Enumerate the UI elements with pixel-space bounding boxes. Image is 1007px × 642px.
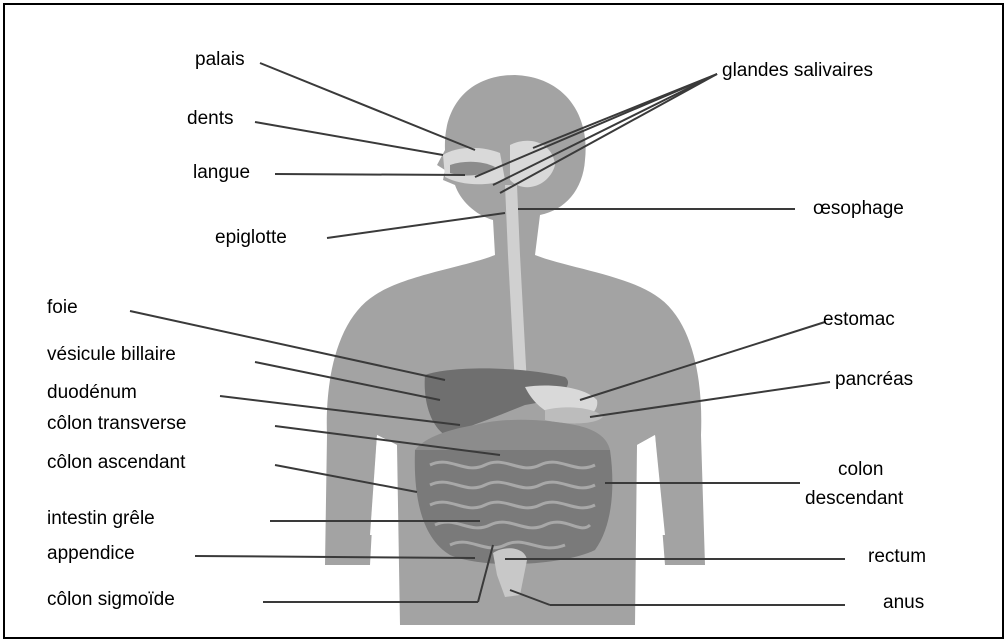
label-palais: palais — [195, 49, 245, 71]
label-colon-ascendant: côlon ascendant — [47, 452, 185, 474]
label-epiglotte: epiglotte — [215, 227, 287, 249]
label-colon-sigmoide: côlon sigmoïde — [47, 589, 175, 611]
label-anus: anus — [883, 592, 924, 614]
label-colon-descendant-line2: descendant — [805, 488, 903, 510]
label-colon-transverse: côlon transverse — [47, 413, 186, 435]
label-pancreas: pancréas — [835, 369, 913, 391]
label-intestin-grele: intestin grêle — [47, 508, 155, 530]
label-dents: dents — [187, 108, 233, 130]
label-vesicule-billaire: vésicule billaire — [47, 344, 176, 366]
label-langue: langue — [193, 162, 250, 184]
label-estomac: estomac — [823, 309, 895, 331]
figure-frame: palais dents langue epiglotte glandes sa… — [3, 3, 1004, 639]
label-duodenum: duodénum — [47, 382, 137, 404]
label-rectum: rectum — [868, 546, 926, 568]
label-colon-descendant-line1: colon — [838, 459, 883, 481]
label-glandes-salivaires: glandes salivaires — [722, 60, 873, 82]
label-oesophage: œsophage — [813, 198, 904, 220]
label-appendice: appendice — [47, 543, 135, 565]
label-foie: foie — [47, 297, 78, 319]
